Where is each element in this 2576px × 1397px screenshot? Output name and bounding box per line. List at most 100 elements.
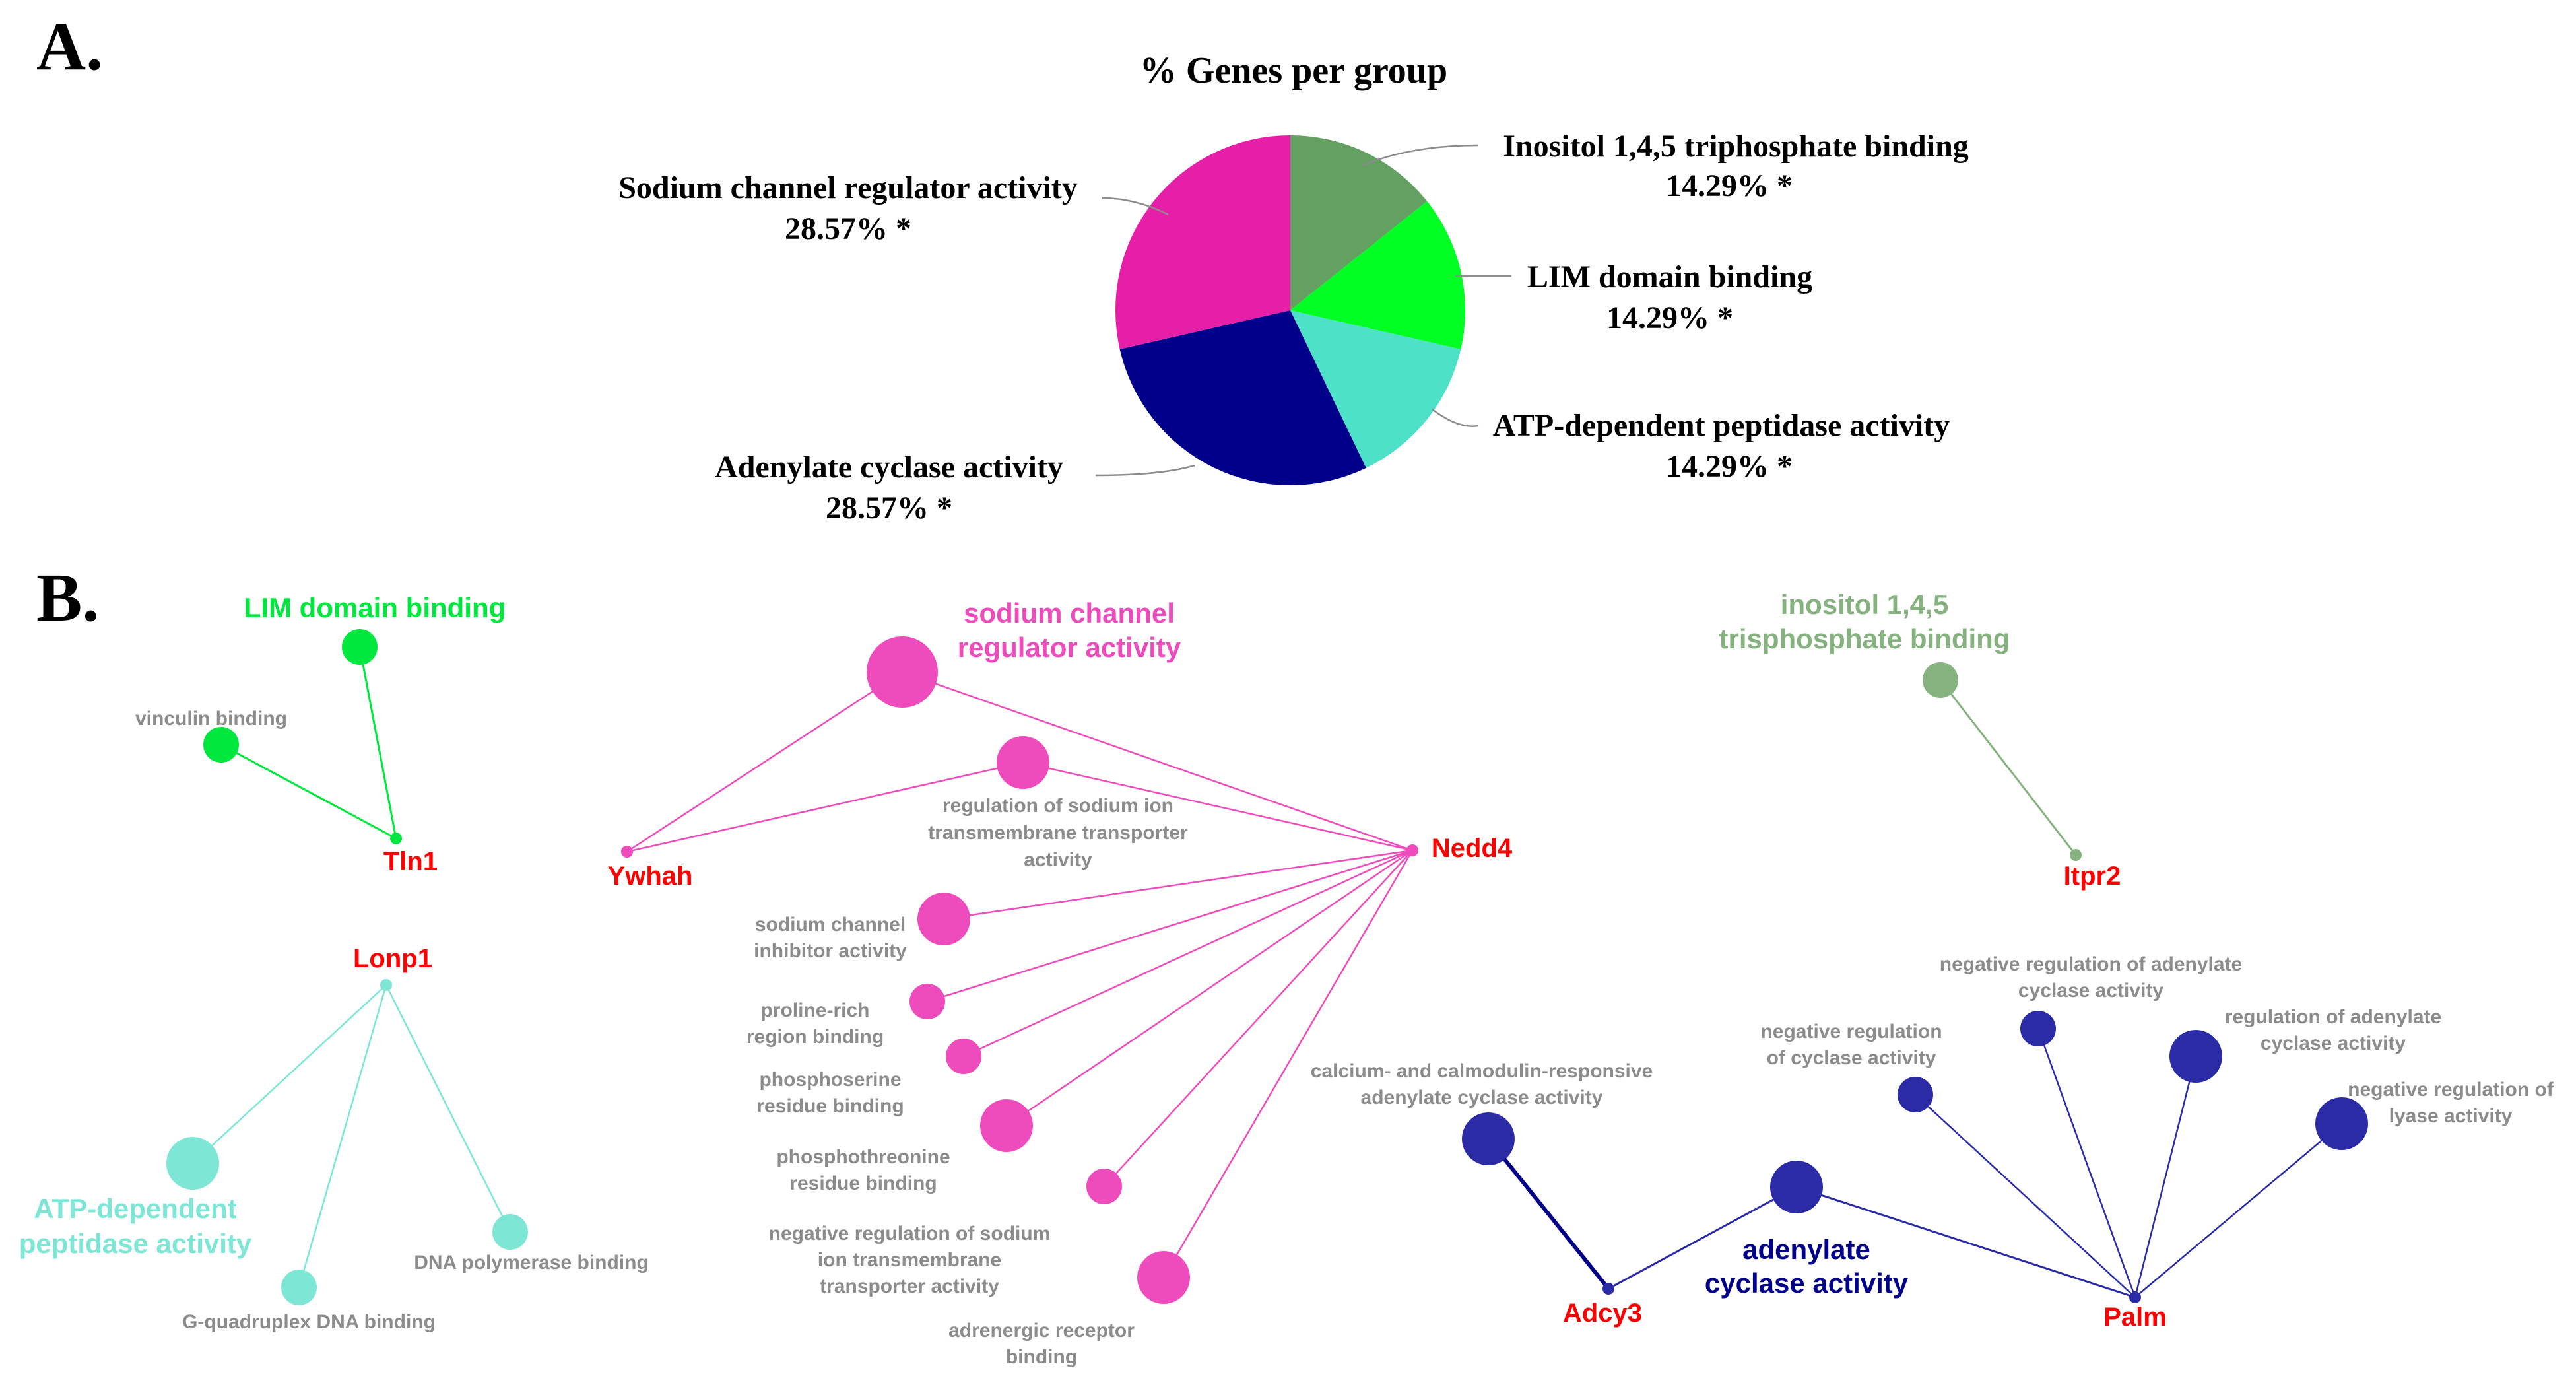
pie-pct-adenylate: 28.57% * [826,491,952,526]
label-neg-lyase-line1: negative regulation of [2348,1079,2554,1101]
pie-pct-sodium: 28.57% * [785,211,911,246]
gene-lonp1: Lonp1 [353,944,432,973]
pie-pct-atp: 14.29% * [1666,449,1793,484]
label-inhibitor-line2: inhibitor activity [754,940,907,962]
node-palm [2129,1291,2141,1303]
edge-calcium-adcy3 [1486,1138,1610,1290]
node-inositol-binding [1923,662,1958,698]
label-atp-dependent-line2: peptidase activity [19,1228,252,1259]
pie-label-sodium: Sodium channel regulator activity [618,170,1078,205]
label-proline-line1: proline-rich [760,1000,869,1021]
node-atp-dependent-peptidase [166,1137,219,1190]
label-reg-sodium-line3: activity [1024,849,1092,871]
node-calcium-calmodulin-cyclase [1462,1112,1515,1165]
label-dna-polymerase-binding: DNA polymerase binding [414,1252,649,1274]
label-phosphoserine-line1: phosphoserine [759,1069,901,1091]
label-proline-line2: region binding [746,1026,884,1048]
edge-nedd4-sodium [902,671,1413,852]
gene-palm: Palm [2103,1303,2167,1332]
edge-lonp1-atp [192,984,387,1164]
edge-nedd4-phosphothreonine [1006,849,1413,1127]
node-adcy3 [1602,1283,1614,1295]
label-reg-sodium-line2: transmembrane transporter [928,822,1188,844]
label-neg-sodium-line3: transporter activity [820,1276,999,1297]
label-adenylate-line2: cyclase activity [1705,1268,1909,1299]
label-neg-sodium-line1: negative regulation of sodium [769,1223,1051,1244]
edge-regadenylate-palm [2134,1056,2197,1298]
edge-inositol-itpr2 [1939,679,2077,856]
node-adrenergic-receptor-binding [1137,1251,1190,1304]
leader-sodium [1102,197,1169,216]
pie-label-lim: LIM domain binding [1527,259,1812,294]
label-reg-sodium-line1: regulation of sodium ion [942,795,1173,817]
label-inhibitor-line1: sodium channel [755,914,906,936]
edge-neglyase-palm [2134,1123,2342,1298]
label-calcium-line2: adenylate cyclase activity [1361,1087,1603,1108]
node-lonp1 [380,979,392,991]
pie-slice-0 [1290,135,1428,310]
label-neg-cyclase-line1: negative regulation [1760,1021,1942,1042]
node-phosphothreonine-binding [980,1099,1033,1152]
gene-ywhah: Ywhah [608,862,693,891]
pie-slice-4 [1115,135,1290,349]
node-tln1 [390,833,402,844]
edge-vinculin-tln1 [220,743,397,840]
leader-inositol [1362,144,1479,166]
node-ywhah [621,846,633,858]
node-negative-regulation-lyase [2315,1097,2368,1150]
edge-lim-tln1 [358,646,397,839]
node-dna-polymerase-binding [492,1214,528,1250]
label-lim-domain-binding: LIM domain binding [244,592,506,623]
label-sodium-regulator-line1: sodium channel [964,597,1175,629]
label-neg-sodium-line2: ion transmembrane [818,1249,1001,1271]
node-proline-rich-binding [909,984,945,1019]
node-sodium-channel-regulator [867,636,938,708]
label-phosphoserine-line2: residue binding [756,1095,904,1117]
label-adrenergic-line2: binding [1006,1346,1077,1368]
edge-adenylate-palm [1796,1186,2136,1299]
label-vinculin-binding: vinculin binding [135,708,287,730]
edge-negadenylate-palm [2037,1028,2136,1298]
pie-slice-2 [1290,310,1461,468]
node-regulation-adenylate [2169,1030,2222,1083]
gene-nedd4: Nedd4 [1432,834,1513,863]
leader-adenylate [1095,464,1195,477]
edge-nedd4-adrenergic [1162,850,1414,1278]
pie-label-adenylate: Adenylate cyclase activity [715,450,1063,485]
label-sodium-regulator-line2: regulator activity [958,632,1181,663]
node-vinculin-binding [203,727,239,763]
label-adenylate-line1: adenylate [1742,1234,1870,1265]
edge-nedd4-inhibitor [943,849,1413,920]
node-regulation-sodium-transporter [997,736,1049,789]
edge-nedd4-negsodium [1104,850,1413,1187]
label-inositol-line2: trisphosphate binding [1719,623,2010,654]
label-atp-dependent-line1: ATP-dependent [34,1193,236,1224]
label-neg-adenylate-line1: negative regulation of adenylate [1940,953,2242,975]
edge-ywhah-sodium [626,671,903,853]
node-negative-regulation-cyclase [1898,1077,1933,1112]
leader-atp [1432,408,1479,427]
edge-lonp1-gquad [298,984,387,1288]
gene-itpr2: Itpr2 [2064,862,2121,891]
label-neg-lyase-line2: lyase activity [2389,1105,2513,1127]
network-edges [192,646,2342,1299]
node-phosphoserine-binding [946,1039,981,1074]
label-phosphothreonine-line1: phosphothreonine [776,1146,950,1168]
edge-adcy3-adenylate [1608,1186,1797,1290]
node-lim-domain-binding [342,629,378,665]
pie-chart [1115,135,1465,486]
node-nedd4 [1406,844,1418,856]
node-g-quadruplex-binding [281,1270,317,1305]
pie-label-atp: ATP-dependent peptidase activity [1493,408,1950,443]
label-reg-adenylate-line1: regulation of adenylate [2225,1006,2441,1028]
node-adenylate-cyclase-activity [1770,1161,1823,1213]
pie-title: % Genes per group [1140,50,1447,91]
panel-a-label: A. [36,9,103,85]
pie-pct-lim: 14.29% * [1606,300,1733,335]
label-adrenergic-line1: adrenergic receptor [948,1320,1135,1342]
edge-negcyclase-palm [1915,1094,2136,1298]
pie-slice-1 [1290,201,1465,350]
label-inositol-line1: inositol 1,4,5 [1781,589,1948,620]
gene-tln1: Tln1 [383,847,438,876]
